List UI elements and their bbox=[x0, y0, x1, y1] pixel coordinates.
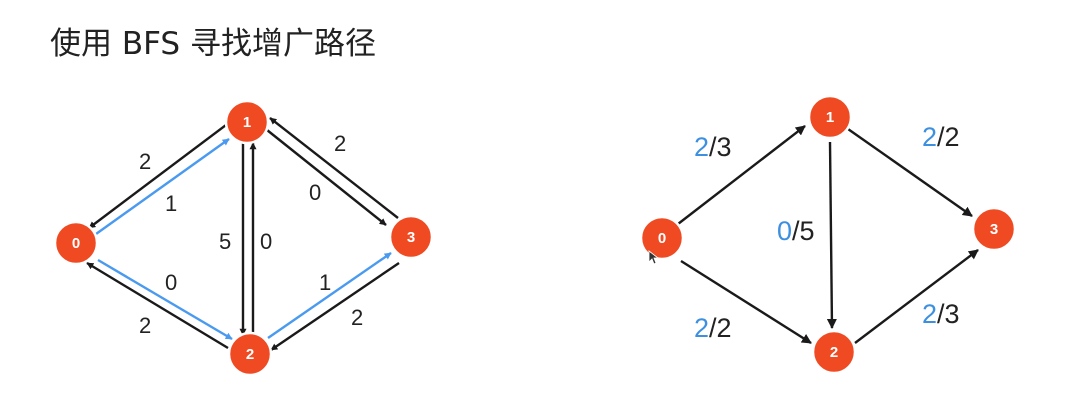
node-0-label: 0 bbox=[72, 235, 80, 252]
flow-capacity-1-to-2: /5 bbox=[792, 216, 815, 246]
flow-graph: 2/3 2/2 0/5 2/2 2/3 0 1 2 3 bbox=[639, 94, 1017, 375]
edge-0-to-1 bbox=[95, 138, 230, 235]
edge-label-2-to-3: 1 bbox=[319, 270, 331, 295]
flow-value-1-to-2: 0 bbox=[777, 216, 792, 246]
flow-capacity-0-to-2: /2 bbox=[709, 313, 732, 343]
edge-label-1-to-0: 2 bbox=[139, 149, 151, 174]
flow-label-1-to-3: 2/2 bbox=[922, 122, 960, 152]
flow-label-2-to-3: 2/3 bbox=[922, 299, 960, 329]
edge-label-1-to-2: 5 bbox=[219, 229, 231, 254]
flow-edge-2-to-3 bbox=[854, 249, 979, 344]
flow-value-0-to-1: 2 bbox=[694, 132, 709, 162]
edge-label-2-to-1: 0 bbox=[260, 229, 272, 254]
flow-edge-1-to-2 bbox=[826, 141, 837, 329]
edge-label-3-to-2: 2 bbox=[351, 305, 363, 330]
slide-title: 使用 BFS 寻找增广路径 bbox=[50, 26, 376, 62]
flow-node-0: 0 bbox=[639, 215, 685, 261]
edge-3-to-2 bbox=[270, 262, 400, 351]
node-1-label: 1 bbox=[243, 114, 251, 131]
edge-1-to-3 bbox=[266, 129, 387, 226]
node-3-label: 3 bbox=[407, 229, 415, 246]
flow-label-1-to-2: 0/5 bbox=[777, 216, 815, 246]
mouse-cursor-icon bbox=[648, 250, 660, 265]
flow-value-2-to-3: 2 bbox=[922, 299, 937, 329]
node-3: 3 bbox=[388, 214, 434, 260]
edge-0-to-2 bbox=[97, 258, 233, 341]
flow-node-2: 2 bbox=[811, 329, 857, 375]
flow-edge-0-to-1 bbox=[677, 125, 806, 225]
edge-3-to-1 bbox=[269, 117, 399, 219]
flow-capacity-1-to-3: /2 bbox=[937, 122, 960, 152]
edge-label-0-to-1: 1 bbox=[165, 191, 177, 216]
flow-value-1-to-3: 2 bbox=[922, 122, 937, 152]
flow-label-0-to-1: 2/3 bbox=[694, 132, 732, 162]
flow-edge-1-to-3 bbox=[847, 128, 973, 217]
residual-graph: 2 1 0 2 5 0 0 2 1 2 0 1 2 3 bbox=[53, 99, 434, 377]
flow-node-2-label: 2 bbox=[830, 344, 838, 361]
edge-label-2-to-0: 2 bbox=[139, 313, 151, 338]
edge-2-to-3 bbox=[267, 252, 392, 339]
edge-label-3-to-1: 2 bbox=[334, 131, 346, 156]
edge-label-0-to-2: 0 bbox=[165, 270, 177, 295]
node-1: 1 bbox=[224, 99, 270, 145]
flow-capacity-0-to-1: /3 bbox=[709, 132, 732, 162]
edge-label-1-to-3: 0 bbox=[309, 180, 321, 205]
flow-node-0-label: 0 bbox=[658, 230, 666, 247]
edge-2-to-0 bbox=[86, 261, 229, 350]
node-2-label: 2 bbox=[246, 346, 254, 363]
flow-node-1-label: 1 bbox=[826, 109, 834, 126]
node-2: 2 bbox=[227, 331, 273, 377]
flow-label-0-to-2: 2/2 bbox=[694, 313, 732, 343]
node-0: 0 bbox=[53, 220, 99, 266]
flow-edge-0-to-2 bbox=[680, 259, 812, 345]
flow-node-1: 1 bbox=[807, 94, 853, 140]
flow-node-3: 3 bbox=[971, 206, 1017, 252]
flow-capacity-2-to-3: /3 bbox=[937, 299, 960, 329]
edge-1-to-0 bbox=[88, 124, 227, 229]
flow-value-0-to-2: 2 bbox=[694, 313, 709, 343]
flow-node-3-label: 3 bbox=[990, 221, 998, 238]
